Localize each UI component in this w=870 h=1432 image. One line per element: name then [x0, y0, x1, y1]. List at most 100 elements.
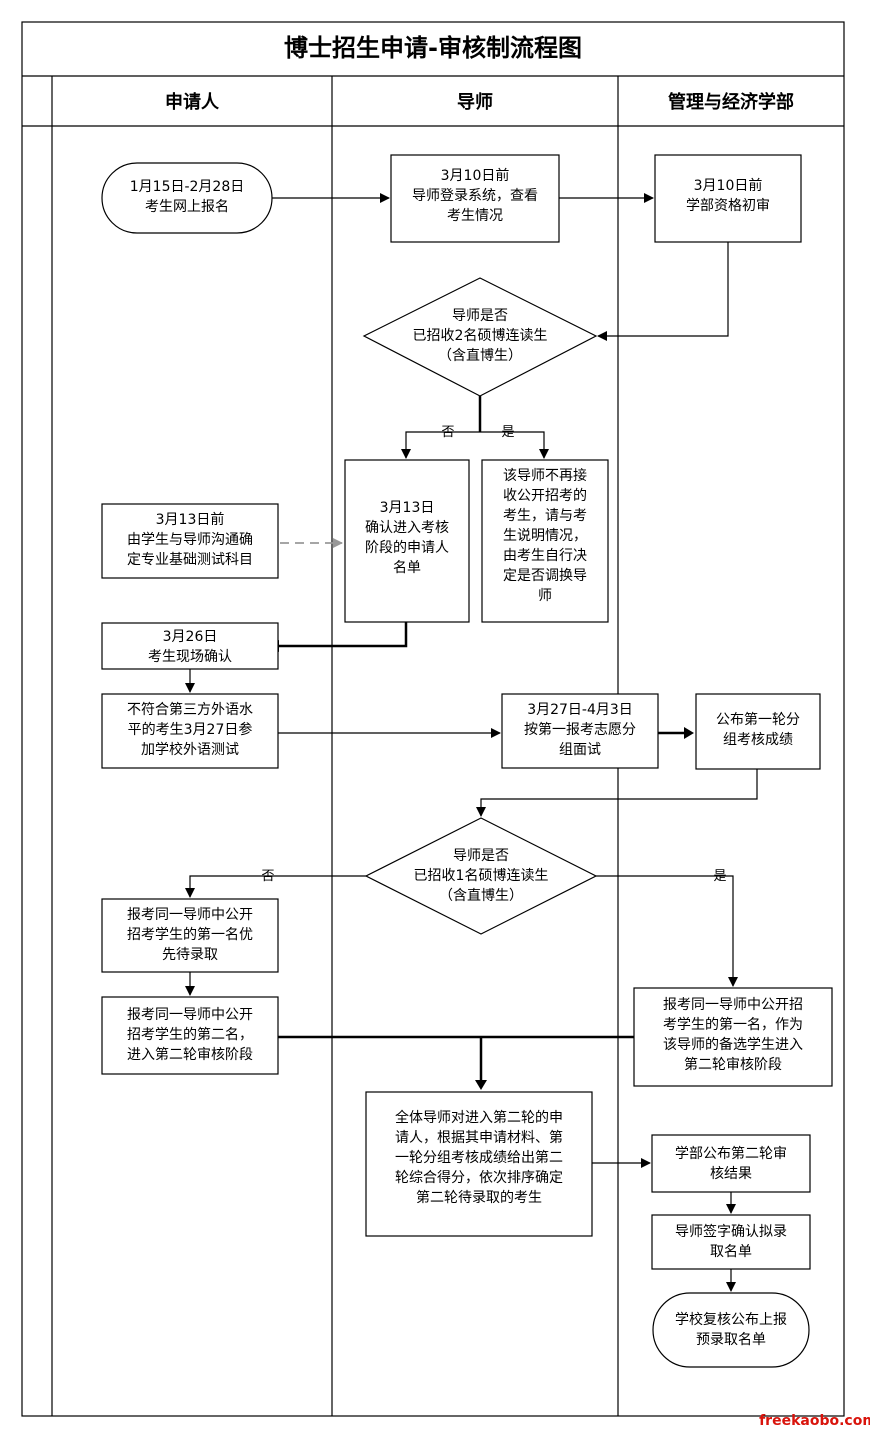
lane-header-advisor: 导师: [457, 91, 493, 113]
node-language-test: 不符合第三方外语水平的考生3月27日参加学校外语测试: [101, 693, 279, 769]
svg-text:3月13日前由学生与导师沟通确定专业基础测试科目: 3月13日前由学生与导师沟通确定专业基础测试科目: [127, 511, 253, 568]
node-text-line: 该导师的备选学生进入: [663, 1036, 803, 1053]
svg-text:3月10日前学部资格初审: 3月10日前学部资格初审: [686, 177, 770, 214]
node-text-line: 导师签字确认拟录: [675, 1223, 787, 1240]
svg-text:报考同一导师中公开招考学生的第二名，进入第二轮审核阶段: 报考同一导师中公开招考学生的第二名，进入第二轮审核阶段: [127, 1007, 253, 1063]
node-all-advisors-score: 全体导师对进入第二轮的申请人，根据其申请材料、第一轮分组考核成绩给出第二轮综合得…: [365, 1091, 593, 1237]
lane-header-applicant: 申请人: [165, 91, 220, 113]
node-text-line: 报考同一导师中公开: [127, 907, 253, 923]
branch-label-yes-1: 是: [501, 425, 514, 440]
svg-text:该导师不再接收公开招考的考生，请与考生说明情况，由考生自行决: 该导师不再接收公开招考的考生，请与考生说明情况， 由考生自行决定是否调换导师: [503, 467, 587, 604]
node-text-line: 学校复核公布上报: [675, 1311, 787, 1328]
node-dept-check: 3月10日前学部资格初审: [654, 154, 802, 243]
svg-text:1月15日-2月28日考生网上报名: 1月15日-2月28日考生网上报名: [130, 179, 245, 215]
node-school-review: 学校复核公布上报预录取名单: [652, 1292, 810, 1368]
node-text-line: 由考生自行决: [503, 548, 587, 564]
node-text-line: 核结果: [710, 1166, 752, 1182]
node-text-line: 3月10日前: [694, 177, 763, 194]
node-text-line: 请人，根据其申请材料、第: [395, 1129, 563, 1146]
decision-1-masters-phd: 导师是否已招收1名硕博连读生 （含直博生）: [364, 817, 598, 935]
node-second-round: 报考同一导师中公开招考学生的第二名，进入第二轮审核阶段: [101, 996, 279, 1075]
svg-text:导师签字确认拟录取名单: 导师签字确认拟录取名单: [675, 1223, 787, 1260]
node-text-line: 收公开招考的: [503, 488, 587, 504]
node-backup-first: 报考同一导师中公开招考学生的第一名，作为该导师的备选学生进入第二轮审核阶段: [633, 987, 833, 1087]
node-text-line: 先待录取: [162, 947, 218, 963]
node-text-line: （含直博生）: [438, 347, 522, 364]
node-text-line: 生说明情况，: [503, 528, 587, 544]
node-text-line: 学部资格初审: [686, 197, 770, 214]
svg-text:3月26日考生现场确认: 3月26日考生现场确认: [148, 629, 232, 665]
node-first-priority: 报考同一导师中公开招考学生的第一名优先待录取: [101, 898, 279, 973]
node-choose-subject: 3月13日前由学生与导师沟通确定专业基础测试科目: [101, 503, 279, 579]
node-text-line: 招考学生的第二名，: [127, 1026, 253, 1043]
node-register: 1月15日-2月28日考生网上报名: [101, 162, 273, 234]
node-text-line: 导师是否: [453, 848, 509, 864]
svg-text:导师是否已招收1名硕博连读生（含直博生）: 导师是否已招收1名硕博连读生 （含直博生）: [414, 848, 549, 904]
node-text-line: 报考同一导师中公开招: [663, 997, 803, 1013]
node-text-line: 由学生与导师沟通确: [127, 532, 253, 548]
node-text-line: 阶段的申请人: [365, 540, 449, 556]
node-text-line: 第二轮待录取的考生: [416, 1189, 542, 1206]
svg-text:导师是否已招收2名硕博连读生（含直博生）: 导师是否已招收2名硕博连读生 （含直博生）: [413, 308, 548, 364]
svg-text:3月10日前导师登录系统，查看考生情况: 3月10日前导师登录系统，查看考生情况: [412, 167, 538, 224]
node-text-line: 3月10日前: [441, 167, 510, 184]
node-text-line: 学部公布第二轮审: [675, 1145, 787, 1162]
svg-text:报考同一导师中公开招考学生的第一名，作为该导师的备选学生进入: 报考同一导师中公开招考学生的第一名，作为该导师的备选学生进入第二轮审核阶段: [663, 997, 803, 1073]
branch-label-no-2: 否: [261, 869, 274, 884]
lane-header-department: 管理与经济学部: [668, 91, 794, 113]
node-onsite-confirm: 3月26日考生现场确认: [101, 622, 279, 670]
svg-text:全体导师对进入第二轮的申请人，根据其申请材料、第一轮分组考核: 全体导师对进入第二轮的申请人，根据其申请材料、第一轮分组考核成绩给出第二轮综合得…: [395, 1109, 563, 1206]
node-text-line: 报考同一导师中公开: [127, 1007, 253, 1023]
node-text-line: 师: [538, 588, 552, 604]
page-title: 博士招生申请-审核制流程图: [284, 34, 582, 62]
branch-label-no-1: 否: [441, 425, 454, 440]
node-text-line: 3月27日-4月3日: [527, 702, 633, 718]
node-confirm-list: 3月13日确认进入考核阶段的申请人名单: [344, 459, 470, 623]
node-text-line: 按第一报考志愿分: [524, 721, 636, 738]
node-no-more-applicants: 该导师不再接收公开招考的考生，请与考生说明情况， 由考生自行决定是否调换导师: [481, 459, 609, 623]
node-text-line: 3月13日: [380, 500, 435, 516]
node-publish-round2: 学部公布第二轮审核结果: [651, 1134, 811, 1193]
node-text-line: 一轮分组考核成绩给出第二: [395, 1149, 563, 1166]
svg-text:3月13日确认进入考核阶段的申请人名单: 3月13日确认进入考核阶段的申请人名单: [365, 500, 449, 576]
node-text-line: 考生，请与考: [503, 508, 587, 524]
node-text-line: 考学生的第一名，作为: [663, 1016, 803, 1033]
node-text-line: 名单: [393, 560, 421, 576]
svg-text:学校复核公布上报预录取名单: 学校复核公布上报预录取名单: [675, 1311, 787, 1348]
node-text-line: 考生现场确认: [148, 649, 232, 665]
node-text-line: 公布第一轮分: [716, 711, 800, 728]
node-advisor-sign: 导师签字确认拟录取名单: [651, 1214, 811, 1270]
node-text-line: 平的考生3月27日参: [128, 721, 253, 738]
node-text-line: 轮综合得分，依次排序确定: [395, 1169, 563, 1186]
node-text-line: 组面试: [559, 742, 601, 758]
decision-2-masters-phd: 导师是否已招收2名硕博连读生 （含直博生）: [362, 277, 598, 397]
node-text-line: 预录取名单: [696, 1332, 766, 1348]
node-text-line: 第二轮审核阶段: [684, 1056, 782, 1073]
node-text-line: 已招收2名硕博连读生: [413, 327, 548, 344]
node-group-interview: 3月27日-4月3日按第一报考志愿分组面试: [501, 693, 659, 769]
node-text-line: 定专业基础测试科目: [127, 551, 253, 568]
svg-text:3月27日-4月3日按第一报考志愿分组面试: 3月27日-4月3日按第一报考志愿分组面试: [524, 702, 636, 758]
node-text-line: 考生网上报名: [145, 199, 229, 215]
node-text-line: 3月26日: [163, 629, 218, 645]
node-publish-round1: 公布第一轮分组考核成绩: [695, 693, 821, 770]
watermark: freekaobo.com: [759, 1413, 870, 1429]
node-text-line: 组考核成绩: [723, 732, 793, 748]
diagram-frame: [21, 21, 845, 1417]
node-text-line: 该导师不再接: [503, 467, 587, 484]
node-text-line: 导师是否: [452, 308, 508, 324]
node-text-line: 招考学生的第一名优: [127, 926, 253, 943]
node-text-line: （含直博生）: [439, 887, 523, 904]
node-text-line: 导师登录系统，查看: [412, 188, 538, 204]
branch-label-yes-2: 是: [713, 869, 726, 884]
node-text-line: 取名单: [710, 1244, 752, 1260]
node-text-line: 确认进入考核: [365, 520, 449, 536]
node-text-line: 考生情况: [447, 208, 503, 224]
node-text-line: 1月15日-2月28日: [130, 179, 245, 195]
node-advisor-login: 3月10日前导师登录系统，查看考生情况: [390, 154, 560, 243]
node-text-line: 不符合第三方外语水: [127, 701, 253, 718]
node-text-line: 全体导师对进入第二轮的申: [395, 1109, 563, 1126]
node-text-line: 已招收1名硕博连读生: [414, 867, 549, 884]
node-text-line: 定是否调换导: [503, 567, 587, 584]
